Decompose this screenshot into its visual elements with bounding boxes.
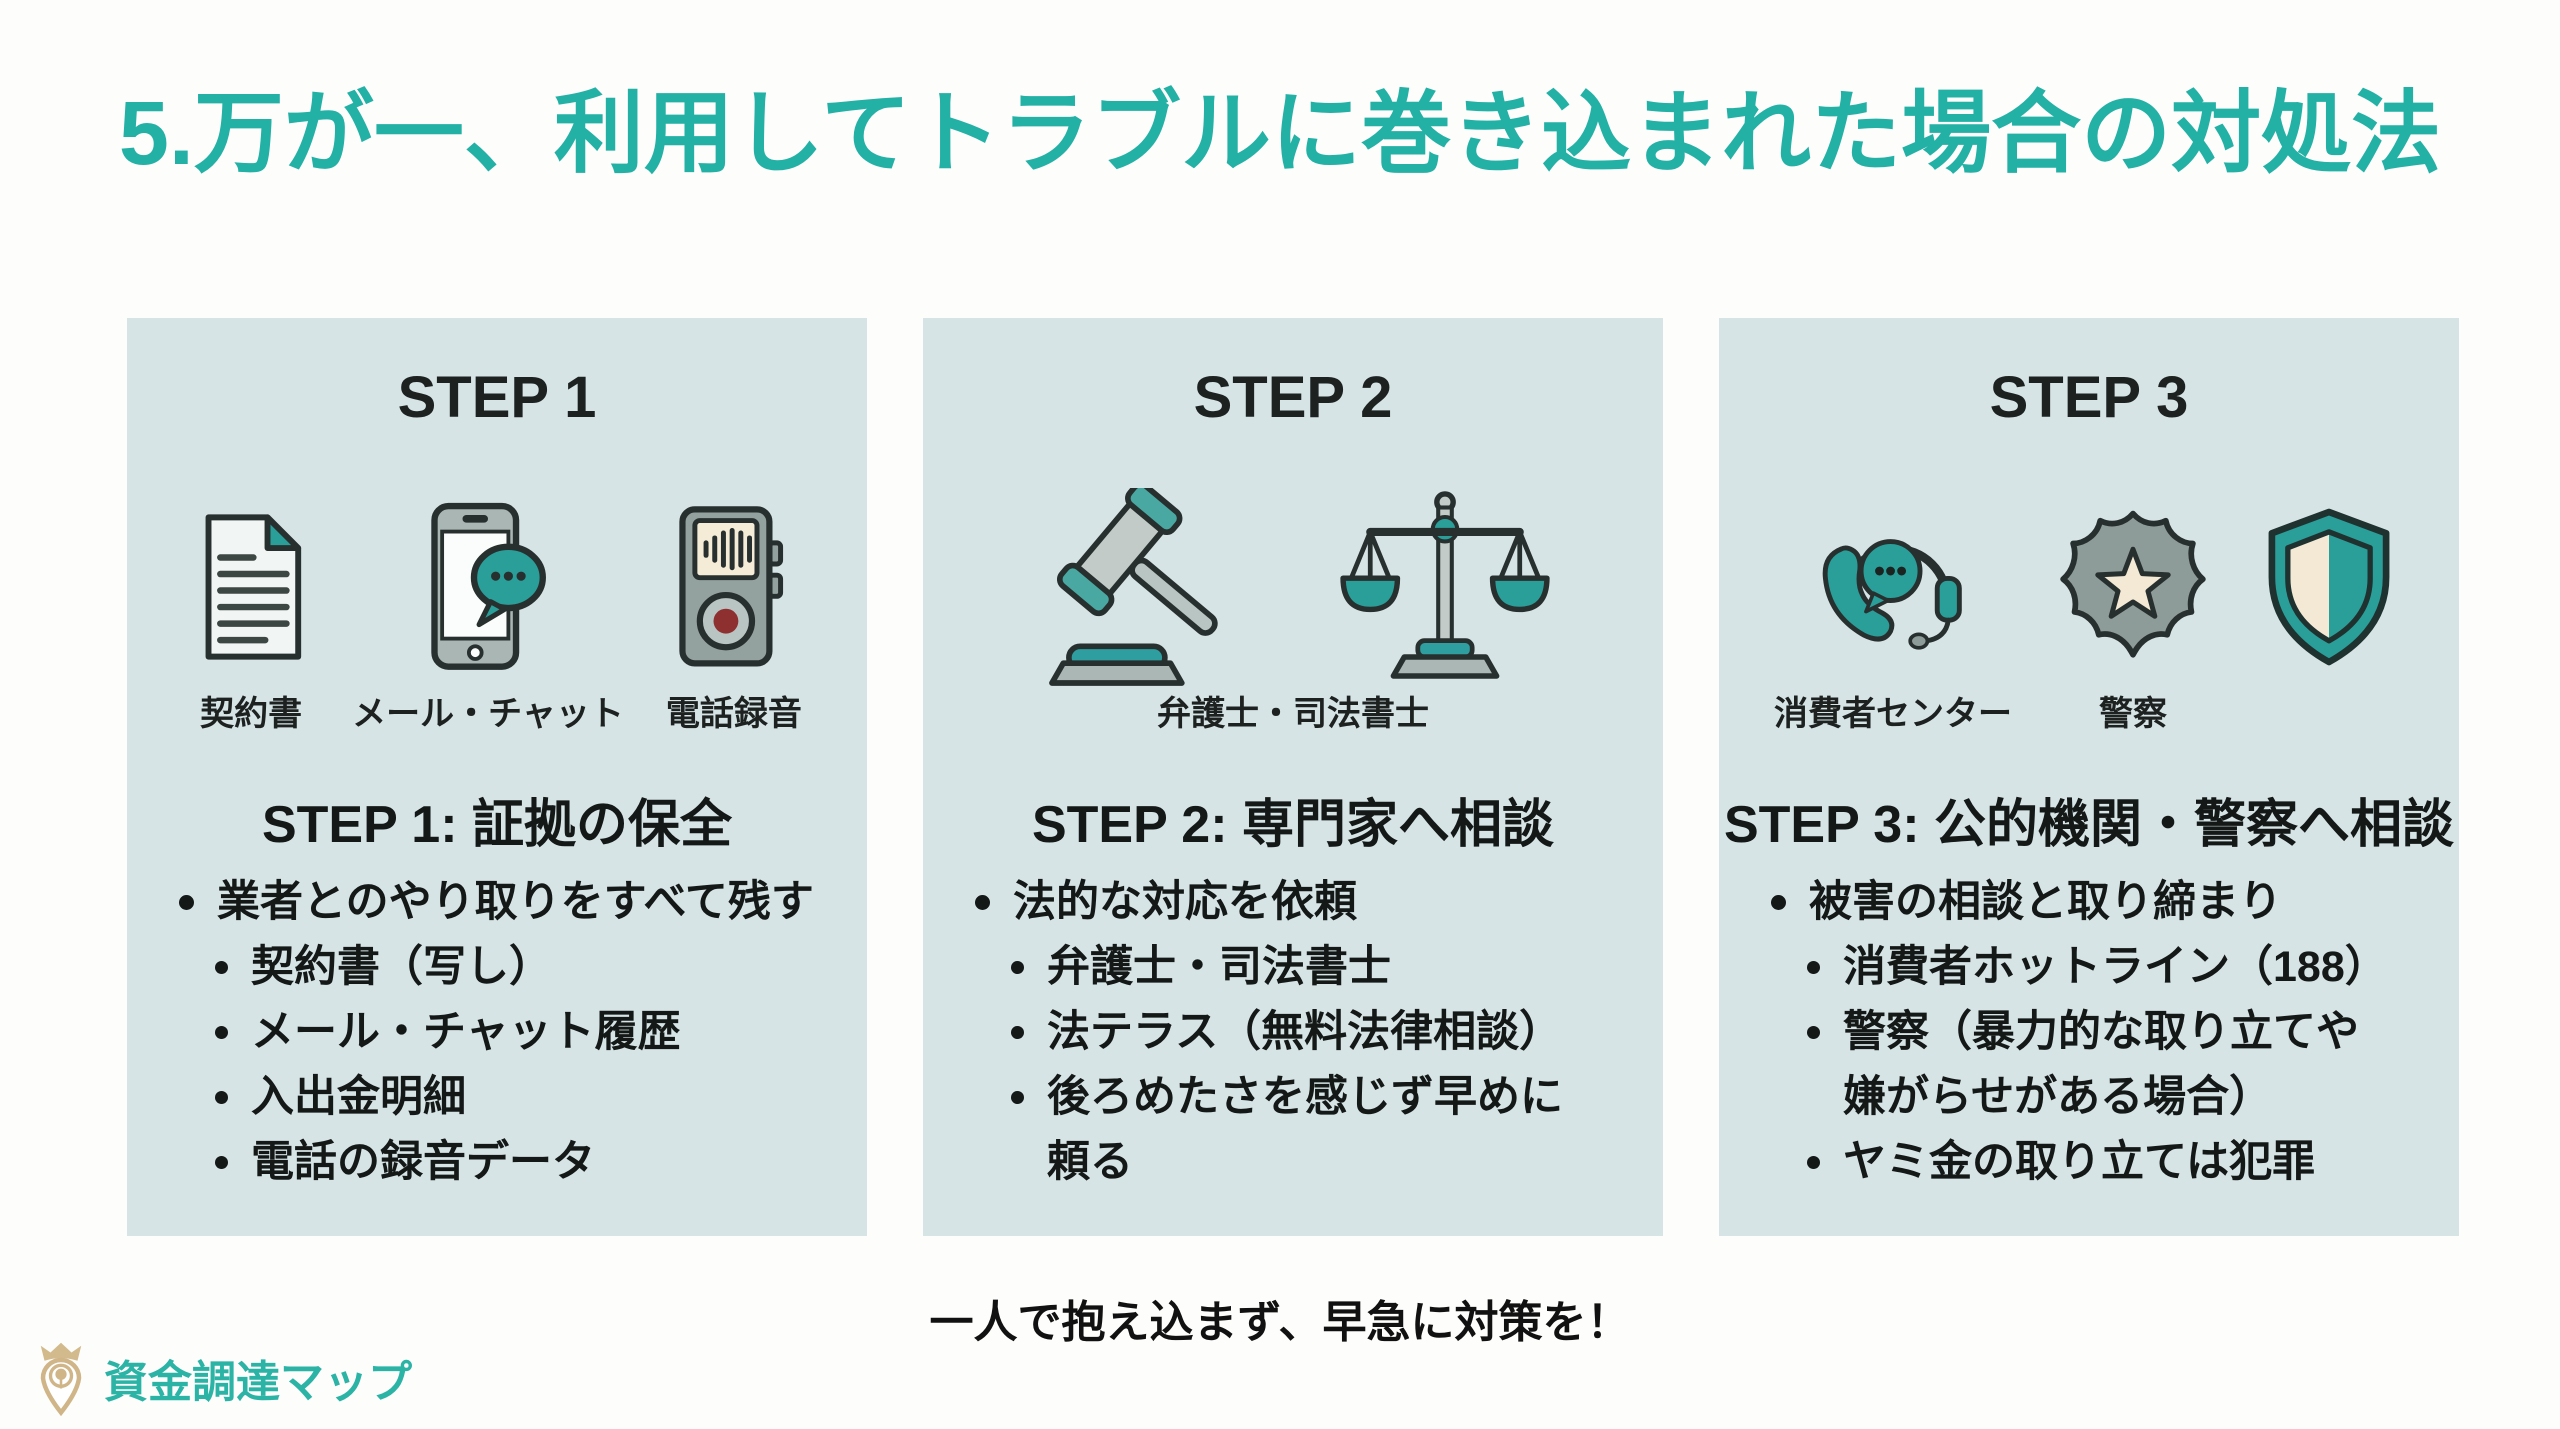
step1-header: STEP 1 xyxy=(397,365,597,430)
footer-message: 一人で抱え込まず、早急に対策を！ xyxy=(929,1298,1631,1347)
step2-icon-label-experts: 弁護士・司法書士 xyxy=(1157,695,1429,733)
step3-icons-row: 消費者センター 警察 xyxy=(1719,498,2459,735)
contract-document-icon xyxy=(192,498,310,676)
step3-icon-col-hotline: 消費者センター xyxy=(1774,498,2012,735)
step3-panel: STEP 3 消費者 xyxy=(1719,318,2459,1236)
step2-sub-bullet: 弁護士・司法書士 xyxy=(923,935,1603,1000)
step2-icon-col-scales xyxy=(1339,491,1551,679)
crown-map-pin-icon xyxy=(34,1340,88,1416)
step1-icon-col-recorder: 電話録音 xyxy=(666,498,802,735)
step1-icon-col-contract: 契約書 xyxy=(192,498,310,735)
step1-sub-bullet: 電話の録音データ xyxy=(127,1130,807,1195)
step2-icons-row xyxy=(923,488,1663,686)
step1-sub-bullet: 契約書（写し） xyxy=(127,935,807,1000)
step3-icon-col-police: 警察 xyxy=(2054,498,2212,735)
gavel-icon xyxy=(1035,488,1275,686)
step1-icon-label-contract: 契約書 xyxy=(200,695,303,733)
step3-lead-bullet: 被害の相談と取り締まり xyxy=(1719,870,2459,935)
step2-sub-bullet: 後ろめたさを感じず早めに頼る xyxy=(923,1065,1603,1195)
step3-heading: STEP 3: 公的機関・警察へ相談 xyxy=(1723,796,2454,854)
step2-lead-bullet: 法的な対応を依頼 xyxy=(923,870,1663,935)
step1-heading: STEP 1: 証拠の保全 xyxy=(261,796,732,854)
headset-phone-icon xyxy=(1807,498,1979,676)
police-badge-icon xyxy=(2054,498,2212,676)
logo-text: 資金調達マップ xyxy=(104,1358,412,1407)
step1-panel: STEP 1 xyxy=(127,318,867,1236)
step3-sub-bullet: ヤミ金の取り立ては犯罪 xyxy=(1719,1130,2399,1195)
page-title: 5.万が一、利用してトラブルに巻き込まれた場合の対処法 xyxy=(118,84,2442,184)
shield-icon xyxy=(2254,498,2404,676)
smartphone-chat-icon xyxy=(424,498,552,676)
step3-icon-label-police: 警察 xyxy=(2099,695,2167,733)
step3-icon-col-shield xyxy=(2254,498,2404,676)
step1-bullet-list: 業者とのやり取りをすべて残す 契約書（写し） メール・チャット履歴 入出金明細 … xyxy=(127,870,867,1195)
step1-sub-bullet: メール・チャット履歴 xyxy=(127,1000,807,1065)
step1-lead-bullet: 業者とのやり取りをすべて残す xyxy=(127,870,867,935)
step2-heading: STEP 2: 専門家へ相談 xyxy=(1031,796,1554,854)
step1-icon-label-recorder: 電話録音 xyxy=(665,695,802,733)
step3-header: STEP 3 xyxy=(1989,365,2189,430)
scales-of-justice-icon xyxy=(1339,491,1551,679)
step1-icon-col-phone: メール・チャット xyxy=(352,498,624,735)
step-panels: STEP 1 xyxy=(127,318,2459,1236)
step1-icon-label-phone: メール・チャット xyxy=(352,695,624,733)
step3-icon-label-hotline: 消費者センター xyxy=(1774,695,2012,733)
step2-header: STEP 2 xyxy=(1193,365,1393,430)
step2-sub-bullet: 法テラス（無料法律相談） xyxy=(923,1000,1603,1065)
step1-sub-bullet: 入出金明細 xyxy=(127,1065,807,1130)
voice-recorder-icon xyxy=(675,498,793,676)
step3-sub-bullet: 警察（暴力的な取り立てや嫌がらせがある場合） xyxy=(1719,1000,2399,1130)
step3-bullet-list: 被害の相談と取り締まり 消費者ホットライン（188） 警察（暴力的な取り立てや嫌… xyxy=(1719,870,2459,1195)
step3-sub-bullet: 消費者ホットライン（188） xyxy=(1719,935,2399,1000)
step2-icon-col-gavel xyxy=(1035,488,1275,686)
step2-panel: STEP 2 xyxy=(923,318,1663,1236)
logo: 資金調達マップ xyxy=(34,1340,412,1416)
step2-bullet-list: 法的な対応を依頼 弁護士・司法書士 法テラス（無料法律相談） 後ろめたさを感じず… xyxy=(923,870,1663,1195)
step1-icons-row: 契約書 メール・チャット xyxy=(127,498,867,735)
